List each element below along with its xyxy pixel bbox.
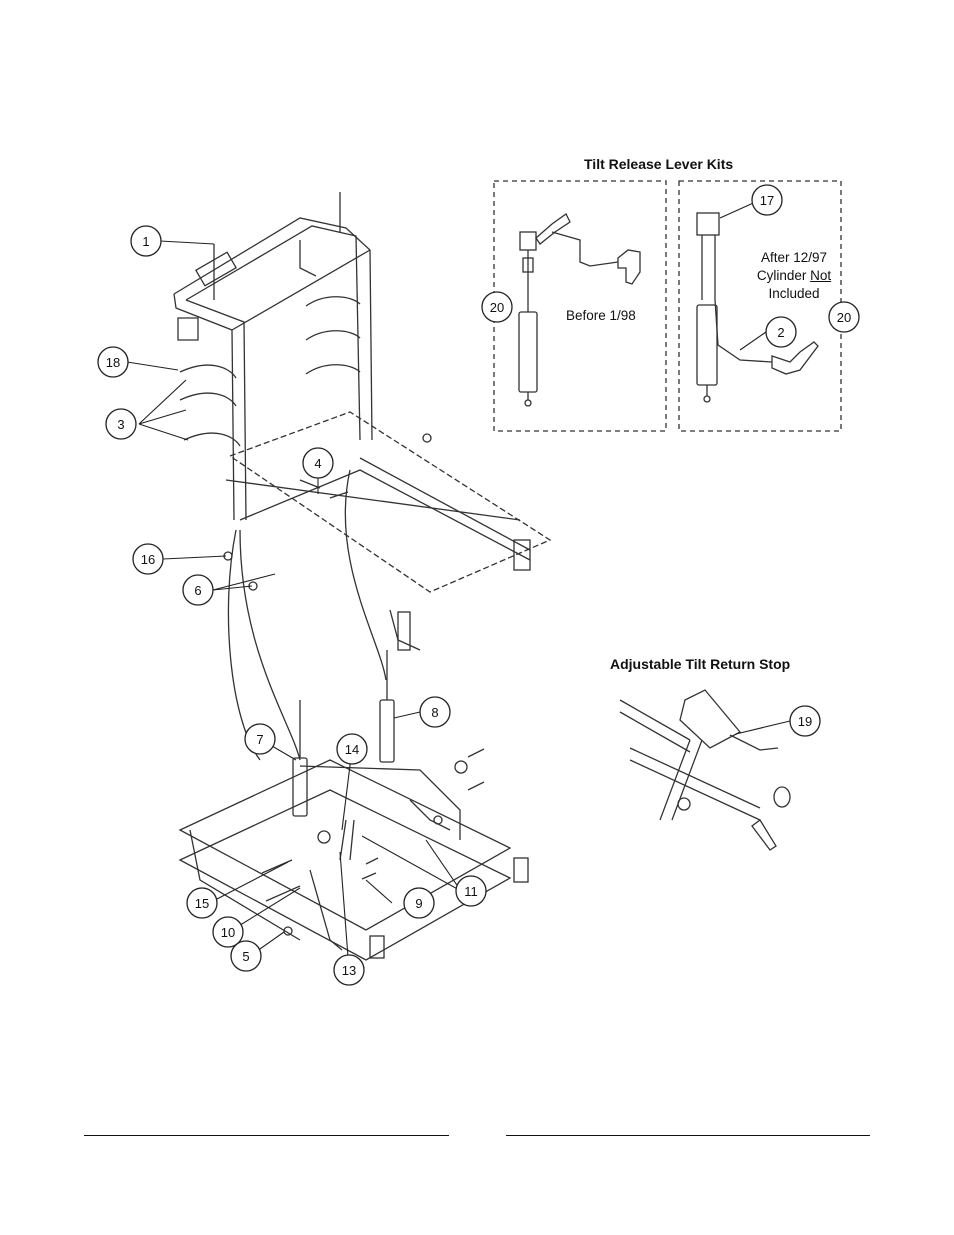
cylinder-not-line: Cylinder Not [748, 267, 840, 285]
seat-frame [225, 411, 552, 651]
before-1-98-note: Before 1/98 [566, 308, 636, 323]
callout-5: 5 [230, 940, 262, 972]
svg-text:2: 2 [777, 325, 784, 340]
callout-16: 16 [132, 543, 164, 575]
svg-text:4: 4 [314, 456, 321, 471]
svg-text:6: 6 [194, 583, 201, 598]
callout-17: 17 [751, 184, 783, 216]
callout-20-right: 20 [828, 301, 860, 333]
svg-text:17: 17 [760, 193, 774, 208]
callout-14: 14 [336, 733, 368, 765]
seat-back-frame [173, 192, 373, 521]
after-12-97-line: After 12/97 [760, 250, 828, 265]
cylinder-word: Cylinder [756, 268, 811, 283]
after-12-97-note: After 12/97 Cylinder Not Included [748, 249, 840, 303]
callout-6: 6 [182, 574, 214, 606]
svg-text:18: 18 [106, 355, 120, 370]
gas-cylinder-with-lever-icon [518, 213, 641, 407]
svg-text:11: 11 [464, 884, 478, 899]
tilt-return-stop-title: Adjustable Tilt Return Stop [610, 656, 791, 672]
svg-text:1: 1 [142, 234, 149, 249]
svg-text:13: 13 [342, 963, 356, 978]
callout-10: 10 [212, 916, 244, 948]
included-line: Included [768, 286, 820, 301]
callout-7: 7 [244, 723, 276, 755]
svg-text:14: 14 [345, 742, 359, 757]
svg-text:19: 19 [798, 714, 812, 729]
footer-rule-right [506, 1135, 870, 1136]
base-frame [178, 759, 529, 961]
callout-15: 15 [186, 887, 218, 919]
inset-after-97-frame [678, 180, 842, 432]
callout-4: 4 [302, 447, 334, 479]
svg-text:8: 8 [431, 705, 438, 720]
callout-8: 8 [419, 696, 451, 728]
svg-text:10: 10 [221, 925, 235, 940]
svg-text:9: 9 [415, 896, 422, 911]
svg-text:20: 20 [490, 300, 504, 315]
tilt-return-stop-assembly-icon [619, 689, 791, 851]
callout-1: 1 [130, 225, 162, 257]
svg-text:3: 3 [117, 417, 124, 432]
not-word: Not [810, 268, 832, 283]
leader-lines [126, 199, 791, 971]
callout-20-left: 20 [481, 291, 513, 323]
callout-13: 13 [333, 954, 365, 986]
tilt-cylinders [227, 469, 395, 817]
callout-2: 2 [765, 316, 797, 348]
footer-rule-left [84, 1135, 449, 1136]
tilt-release-kits-title: Tilt Release Lever Kits [584, 156, 734, 172]
inset-before-98-frame [493, 180, 667, 432]
callout-19: 19 [789, 705, 821, 737]
callout-11: 11 [455, 875, 487, 907]
callout-18: 18 [97, 346, 129, 378]
svg-text:15: 15 [195, 896, 209, 911]
svg-text:16: 16 [141, 552, 155, 567]
seat-springs [179, 296, 361, 447]
svg-text:20: 20 [837, 310, 851, 325]
callout-3: 3 [105, 408, 137, 440]
release-bracket-cylinder-icon [696, 212, 819, 403]
svg-text:7: 7 [256, 732, 263, 747]
svg-text:5: 5 [242, 949, 249, 964]
callout-9: 9 [403, 887, 435, 919]
